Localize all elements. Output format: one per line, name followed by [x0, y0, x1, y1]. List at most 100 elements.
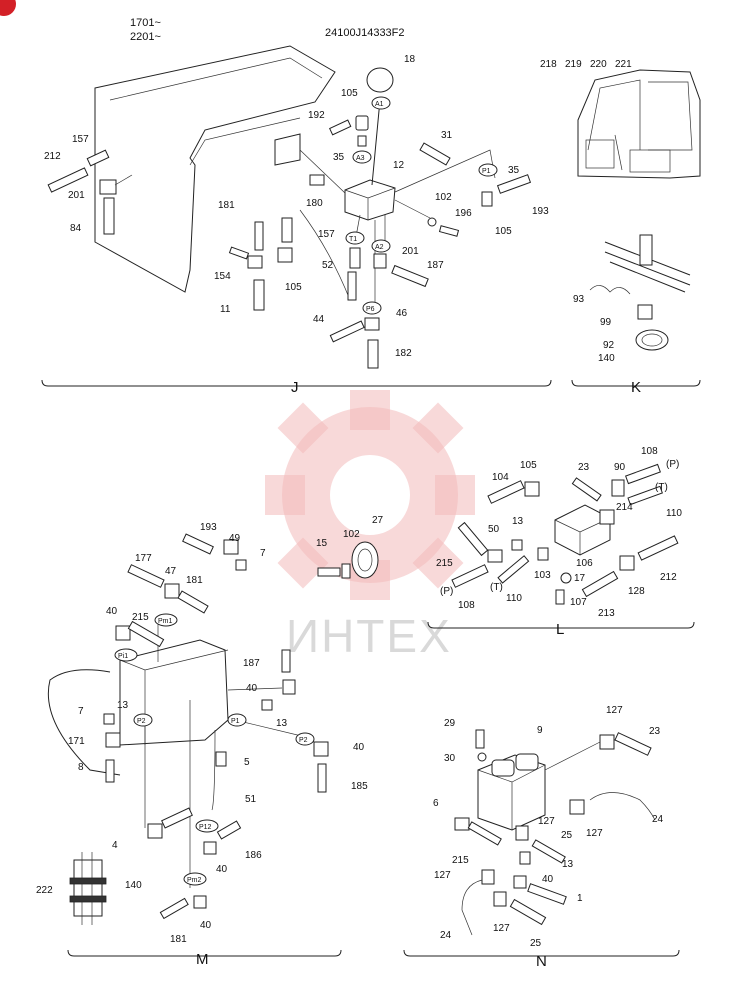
svg-text:90: 90	[614, 462, 626, 473]
callouts-j: 18 105 192 35 31 12 35 180 102 196 193 1…	[44, 54, 549, 359]
svg-text:128: 128	[628, 586, 645, 597]
svg-text:215: 215	[452, 855, 469, 866]
callouts-n: 29 9 127 23 30 6 127 24 25 215 13 40 127…	[433, 705, 664, 949]
svg-text:Pm2: Pm2	[187, 877, 202, 884]
port-p2-m: P2	[133, 713, 153, 727]
svg-text:193: 193	[200, 522, 217, 533]
svg-text:157: 157	[318, 229, 335, 240]
svg-text:31: 31	[441, 130, 453, 141]
svg-text:A1: A1	[375, 101, 384, 108]
svg-text:P2: P2	[299, 737, 308, 744]
svg-text:99: 99	[600, 317, 612, 328]
svg-text:218: 218	[540, 59, 557, 70]
svg-text:35: 35	[508, 165, 520, 176]
port-a3: A3	[352, 150, 372, 164]
svg-text:(P): (P)	[666, 459, 679, 470]
svg-text:220: 220	[590, 59, 607, 70]
svg-text:13: 13	[276, 718, 288, 729]
svg-text:Pi1: Pi1	[118, 653, 128, 660]
callouts-k: 218 219 220 221 93 99 92 140	[540, 59, 632, 364]
svg-text:30: 30	[444, 753, 456, 764]
svg-text:40: 40	[353, 742, 365, 753]
svg-text:13: 13	[117, 700, 129, 711]
svg-text:25: 25	[561, 830, 573, 841]
svg-text:27: 27	[372, 515, 384, 526]
section-k-label: K	[631, 379, 641, 396]
svg-text:196: 196	[455, 208, 472, 219]
svg-text:18: 18	[404, 54, 416, 65]
svg-text:13: 13	[562, 859, 574, 870]
svg-text:212: 212	[660, 572, 677, 583]
svg-text:110: 110	[666, 508, 682, 519]
svg-text:181: 181	[170, 934, 187, 945]
svg-text:221: 221	[615, 59, 632, 70]
svg-text:127: 127	[538, 816, 555, 827]
svg-text:12: 12	[393, 160, 405, 171]
section-m-label: M	[196, 951, 209, 968]
svg-text:219: 219	[565, 59, 582, 70]
svg-text:106: 106	[576, 558, 593, 569]
svg-text:15: 15	[316, 538, 328, 549]
svg-text:213: 213	[598, 608, 615, 619]
svg-text:185: 185	[351, 781, 368, 792]
svg-text:4: 4	[112, 840, 118, 851]
svg-text:40: 40	[542, 874, 554, 885]
svg-text:11: 11	[220, 304, 231, 315]
port-p1-j: P1	[478, 163, 498, 177]
section-l-bracket	[427, 621, 695, 629]
svg-text:177: 177	[135, 553, 152, 564]
svg-text:40: 40	[106, 606, 118, 617]
svg-text:(T): (T)	[655, 482, 668, 493]
section-m-bracket	[67, 949, 342, 957]
section-m-drawing	[47, 533, 379, 925]
svg-text:50: 50	[488, 524, 500, 535]
section-l-label: L	[556, 621, 564, 638]
svg-text:92: 92	[603, 340, 615, 351]
port-p1-m: P1	[227, 713, 247, 727]
svg-text:40: 40	[216, 864, 228, 875]
svg-text:102: 102	[343, 529, 360, 540]
svg-text:(P): (P)	[440, 586, 453, 597]
svg-text:187: 187	[243, 658, 260, 669]
drawing-code: 24100J14333F2	[325, 27, 405, 39]
svg-text:222: 222	[36, 885, 53, 896]
svg-text:44: 44	[313, 314, 325, 325]
svg-text:201: 201	[402, 246, 419, 257]
svg-text:8: 8	[78, 762, 84, 773]
section-n-label: N	[536, 953, 547, 970]
svg-text:212: 212	[44, 151, 61, 162]
svg-text:40: 40	[246, 683, 258, 694]
svg-text:127: 127	[434, 870, 451, 881]
svg-text:154: 154	[214, 271, 231, 282]
svg-text:Pm1: Pm1	[158, 618, 173, 625]
svg-text:23: 23	[649, 726, 661, 737]
svg-text:105: 105	[520, 460, 537, 471]
svg-text:35: 35	[333, 152, 345, 163]
svg-text:182: 182	[395, 348, 412, 359]
svg-text:108: 108	[458, 600, 475, 611]
svg-text:7: 7	[260, 548, 266, 559]
svg-text:181: 181	[186, 575, 203, 586]
svg-text:140: 140	[598, 353, 615, 364]
svg-text:127: 127	[606, 705, 623, 716]
svg-text:7: 7	[78, 706, 84, 717]
svg-text:105: 105	[341, 88, 358, 99]
svg-text:108: 108	[641, 446, 658, 457]
svg-text:5: 5	[244, 757, 250, 768]
svg-text:24: 24	[652, 814, 664, 825]
serial-range-2: 2201~	[130, 31, 161, 43]
svg-text:103: 103	[534, 570, 551, 581]
svg-text:215: 215	[436, 558, 453, 569]
svg-text:6: 6	[433, 798, 439, 809]
port-pm1: Pm1	[154, 613, 178, 627]
svg-text:49: 49	[229, 533, 241, 544]
svg-text:192: 192	[308, 110, 325, 121]
svg-text:140: 140	[125, 880, 142, 891]
section-k-drawing	[577, 69, 701, 351]
svg-text:84: 84	[70, 223, 82, 234]
svg-text:29: 29	[444, 718, 456, 729]
svg-text:40: 40	[200, 920, 212, 931]
svg-text:P1: P1	[231, 718, 240, 725]
section-j-label: J	[291, 379, 299, 396]
